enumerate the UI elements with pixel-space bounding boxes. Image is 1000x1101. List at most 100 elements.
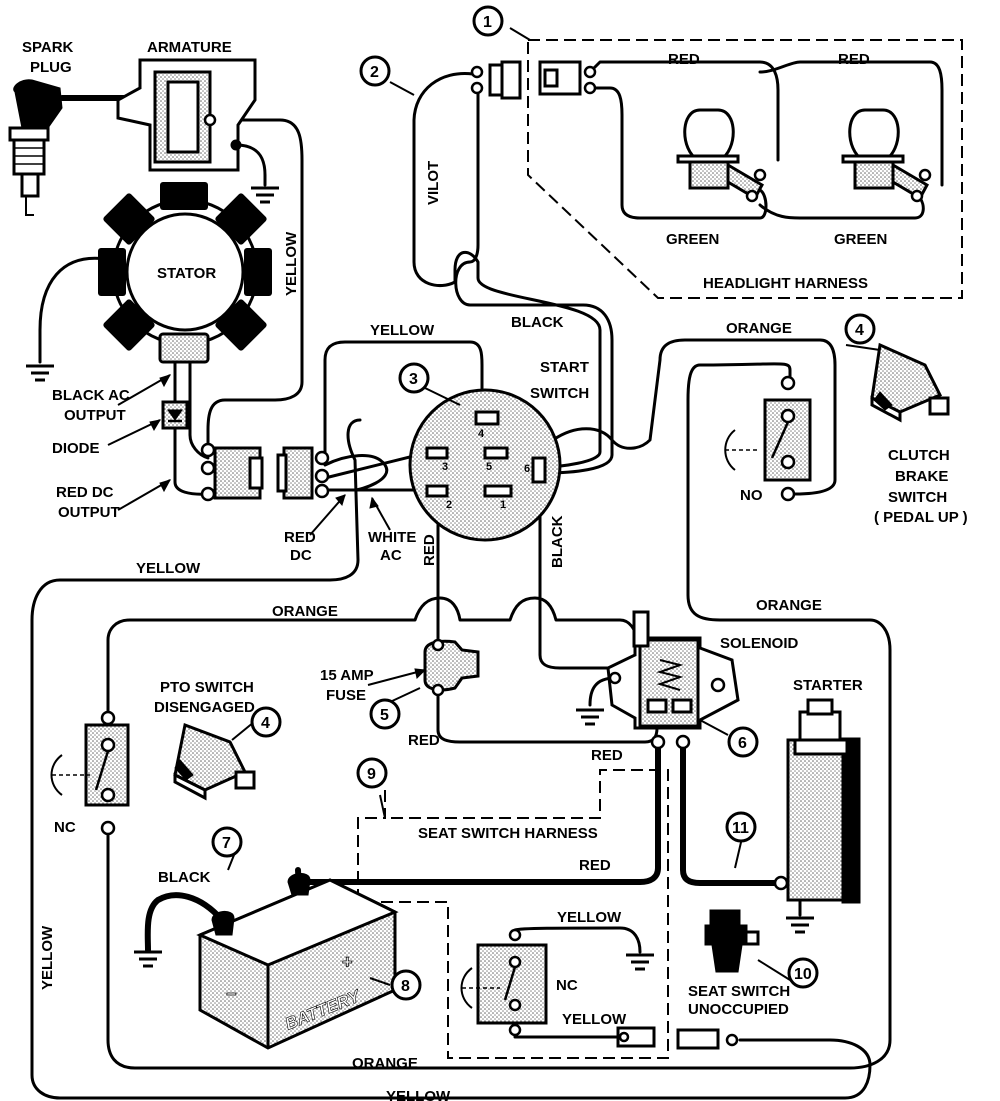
svg-text:5: 5 (380, 707, 389, 724)
harness-connector (276, 446, 330, 500)
callout-6: 6 (727, 726, 759, 758)
svg-text:1: 1 (483, 14, 492, 31)
wire-label-red-2: RED (838, 51, 870, 68)
headlight-connector (470, 60, 597, 100)
callout-8: 8 (390, 969, 422, 1001)
pin-2-label: 2 (446, 499, 452, 511)
seat-switch-schematic (460, 928, 548, 1037)
callout-4-clutch: 4 (844, 313, 876, 345)
svg-text:7: 7 (222, 835, 231, 852)
svg-text:−: − (226, 984, 237, 1004)
nc-pto-label: NC (54, 819, 76, 836)
svg-text:3: 3 (409, 371, 418, 388)
starter-label: STARTER (793, 677, 863, 694)
nc-seat-label: NC (556, 977, 578, 994)
callout-4-pto: 4 (250, 706, 282, 738)
diode (161, 400, 189, 430)
pin-3-label: 3 (442, 461, 448, 473)
wire-label-black-battery: BLACK (158, 869, 211, 886)
svg-text:8: 8 (401, 978, 410, 995)
wire-label-black-vertical: BLACK (549, 515, 566, 568)
svg-text:11: 11 (732, 820, 749, 837)
svg-text:10: 10 (794, 966, 812, 983)
seat-switch-harness-outline (357, 769, 669, 1059)
callout-11: 11 (725, 811, 757, 843)
wire-label-red-fuse: RED (408, 732, 440, 749)
callout-2: 2 (359, 55, 391, 87)
wire-label-red-solenoid: RED (591, 747, 623, 764)
seat-switch-part (704, 909, 760, 973)
pto-switch-schematic (50, 710, 130, 836)
starter (773, 698, 861, 904)
svg-text:6: 6 (738, 735, 747, 752)
wire-label-orange-top: ORANGE (726, 320, 792, 337)
diode-label: DIODE (52, 440, 100, 457)
solenoid-label: SOLENOID (720, 635, 799, 652)
armature-label: ARMATURE (147, 39, 232, 56)
callouts: 1 2 3 4 4 5 6 7 8 9 10 11 (211, 5, 876, 1001)
headlight-bulb-2 (841, 108, 932, 203)
wire-label-yellow-bottom: YELLOW (386, 1088, 451, 1101)
wire-label-orange-bottom: ORANGE (352, 1055, 418, 1072)
wire-label-red-vertical: RED (421, 534, 438, 566)
clutch-brake-switch-part (870, 342, 950, 423)
svg-text:4: 4 (261, 715, 270, 732)
callout-9: 9 (356, 757, 388, 789)
armature (116, 58, 257, 172)
wire-label-red-1: RED (668, 51, 700, 68)
callout-5: 5 (369, 698, 401, 730)
battery: BATTERY + − (196, 873, 399, 1050)
svg-text:+: + (342, 952, 353, 972)
wire-label-red-battery: RED (579, 857, 611, 874)
wire-label-yellow-seat-top: YELLOW (557, 909, 622, 926)
wire-label-yellow-stator: YELLOW (283, 231, 300, 296)
headlight-bulb-1 (676, 108, 767, 203)
fuse-15-amp (423, 638, 480, 697)
wire-label-orange-mid: ORANGE (272, 603, 338, 620)
stator (98, 182, 272, 364)
stator-connector (200, 442, 264, 502)
headlight-harness-outline (527, 39, 963, 299)
svg-text:4: 4 (855, 322, 864, 339)
wire-label-orange-right: ORANGE (756, 597, 822, 614)
svg-text:2: 2 (370, 64, 379, 81)
headlight-harness-label: HEADLIGHT HARNESS (703, 275, 868, 292)
wire-label-green-2: GREEN (834, 231, 887, 248)
no-label: NO (740, 487, 763, 504)
start-switch: 4 3 5 6 2 1 (408, 388, 562, 542)
clutch-brake-switch-schematic (724, 375, 812, 502)
callout-10: 10 (787, 957, 819, 989)
pin-1-label: 1 (500, 499, 506, 511)
wire-label-yellow-left-top: YELLOW (136, 560, 201, 577)
spark-plug (8, 79, 63, 216)
pin-6-label: 6 (524, 463, 530, 475)
wire-label-green-1: GREEN (666, 231, 719, 248)
pin-5-label: 5 (486, 461, 492, 473)
pin-4-label: 4 (478, 428, 485, 440)
seat-switch-connector (616, 1026, 739, 1050)
callout-7: 7 (211, 826, 243, 858)
solenoid (606, 610, 740, 750)
svg-text:9: 9 (367, 766, 376, 783)
callout-3: 3 (398, 362, 430, 394)
wire-label-yellow-left: YELLOW (39, 925, 56, 990)
seat-switch-harness-label: SEAT SWITCH HARNESS (418, 825, 598, 842)
callout-1: 1 (472, 5, 504, 37)
pto-switch-part (173, 722, 256, 801)
stator-label: STATOR (157, 265, 216, 282)
wire-labels: VILOT RED RED GREEN GREEN YELLOW YELLOW … (39, 51, 887, 1101)
wire-label-black-top: BLACK (511, 314, 564, 331)
wire-label-yellow-top: YELLOW (370, 322, 435, 339)
